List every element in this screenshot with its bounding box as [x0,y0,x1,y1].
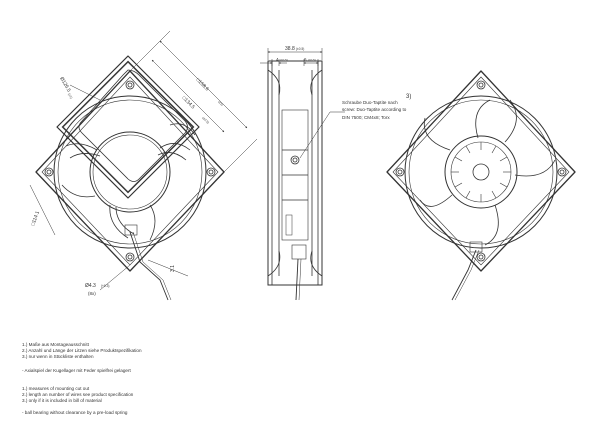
mount-hole-left [44,167,54,177]
back-view [386,70,576,301]
dim-corner-small: 3.1 [170,265,176,272]
dim-mount-hole-count: (8x) [88,291,96,296]
side-dimension-labels: 38.8 (±0.5) 4 (±0.5) 6 (±0.5) 3) Schraub… [276,46,411,120]
screw-note-de: Schraube Duo-Taptite nach [342,100,398,105]
dim-diagonal: □158.6 [195,77,210,92]
notes-de: 1.) Maße aus Montageausschnitt 2.) Anzah… [22,342,142,361]
mount-hole-bottom [125,252,135,262]
dim-depth: 38.8 [285,46,295,52]
dim-left: 4 [276,57,279,62]
dim-right-tol: (±0.5) [308,58,316,62]
dim-hole-dia-tol: (±1) [67,93,73,100]
dim-mount-hole: Ø4.3 [85,283,96,289]
screw-leader [299,111,345,159]
front-view-body [35,70,225,301]
side-screw [290,155,300,165]
side-view [267,60,323,301]
dim-diagonal-tol: (±1) [217,100,224,107]
screw-note-std: DIN 7500; CM4x8; Torx [342,115,390,120]
note-de-1: 1.) Maße aus Montageausschnitt [22,342,89,347]
dim-right: 6 [304,57,307,62]
mount-hole-right [206,167,216,177]
callout-number: 3) [406,94,411,100]
back-mount-hole-top [476,80,486,90]
side-cable [295,258,299,301]
front-frame-outline [78,69,188,182]
back-mount-hole-bottom [476,252,486,262]
dim-depth-tol: (±0.5) [296,47,304,51]
mount-hole-top [125,80,135,90]
front-dimensions [29,30,258,291]
front-cable [129,231,169,301]
front-hub [89,131,171,213]
note-en-3: 3.) only if it is included in bill of ma… [22,398,102,404]
dim-hole-dia: Ø126.5 [58,76,72,93]
dim-left-tol: (±0.5) [280,58,288,62]
back-mount-hole-left [395,167,405,177]
dim-side: □134.5 [181,95,196,110]
note-en-1: 1.) measures of mounting cut out [22,386,90,391]
dim-mount-hole-tol: (+0.3) [101,284,109,288]
note-en-bearing: - ball bearing without clearance by a pr… [22,410,128,415]
back-mount-hole-right [557,167,567,177]
side-dimensions [260,48,345,159]
back-cable [451,249,477,301]
note-de-3: 3.) nur wenn in Stückliste enthalten [22,354,94,360]
front-view [56,55,200,199]
screw-note-en: screw: Duo-Taptite according to [342,107,407,112]
notes-en: 1.) measures of mounting cut out 2.) len… [22,386,133,405]
note-de-bearing: - Axialspiel der Kugellager mit Feder sp… [22,368,131,373]
dim-side-tol: (±0.5) [201,116,210,125]
back-rotor [444,135,518,209]
dim-corner: □114.1 [30,210,41,227]
note-en-2: 2.) length an number of wires see produc… [22,392,134,398]
back-hub [472,163,490,181]
note-de-2: 2.) Anzahl und Länge der Litzen siehe Pr… [22,348,142,354]
